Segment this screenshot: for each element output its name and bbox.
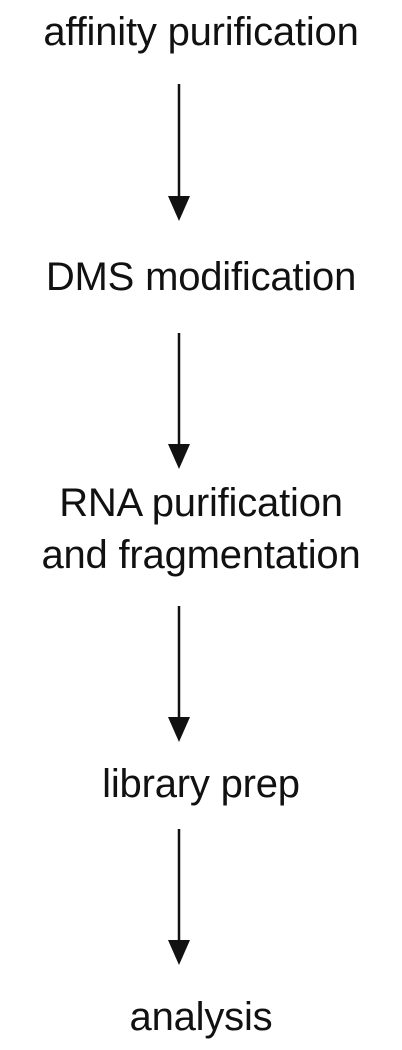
step-label: DMS modification <box>45 255 357 299</box>
arrow-3-icon <box>168 606 190 742</box>
step-dms-modification: DMS modification <box>0 251 402 303</box>
step-label-line-1: RNA purification <box>59 481 343 525</box>
arrow-4-icon <box>168 829 190 965</box>
step-library-prep: library prep <box>0 758 402 810</box>
arrow-2-icon <box>168 333 190 469</box>
step-label: affinity purification <box>43 10 359 54</box>
step-label-line-2: and fragmentation <box>41 533 361 577</box>
step-label: analysis <box>129 995 273 1039</box>
step-affinity-purification: affinity purification <box>0 6 402 58</box>
arrow-1-icon <box>168 84 190 221</box>
step-rna-purification: RNA purification and fragmentation <box>0 477 402 581</box>
step-analysis: analysis <box>0 991 402 1043</box>
step-label: library prep <box>102 762 300 806</box>
